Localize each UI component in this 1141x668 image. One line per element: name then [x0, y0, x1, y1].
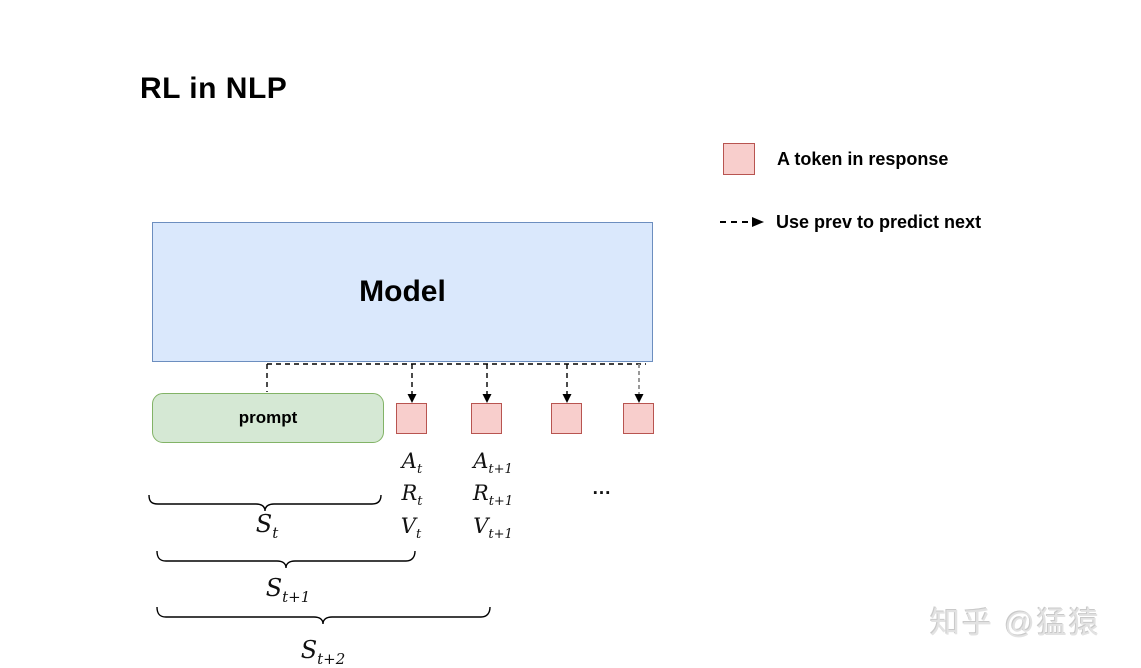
- prompt-node-label: prompt: [238, 408, 298, 427]
- label-advantage-t: At: [401, 449, 423, 478]
- token-square-3: [551, 403, 582, 434]
- model-node-label: Model: [359, 275, 446, 308]
- label-reward-t: Rt: [401, 481, 423, 510]
- brace-s-t2: [156, 606, 491, 625]
- legend-token-label: A token in response: [777, 149, 949, 169]
- label-advantage-t1: At+1: [473, 449, 513, 478]
- predict-arrowhead-3: [562, 394, 572, 403]
- brace-s-t: [148, 494, 382, 512]
- model-node: Model: [152, 222, 653, 362]
- label-reward-t1: Rt+1: [472, 481, 514, 510]
- legend-token-swatch: [723, 143, 755, 175]
- predict-arrowhead-2: [482, 394, 492, 403]
- token-square-1: [396, 403, 427, 434]
- token-square-4: [623, 403, 654, 434]
- legend-dashed-arrow-icon: [720, 217, 764, 227]
- page-title: RL in NLP: [140, 72, 288, 105]
- prompt-node: prompt: [152, 393, 384, 443]
- brace-s-t1: [156, 550, 416, 569]
- predict-arrowhead-4: [634, 394, 644, 403]
- token-square-2: [471, 403, 502, 434]
- predict-arrowhead-1: [407, 394, 417, 403]
- label-state-t: St: [255, 510, 279, 542]
- legend-arrow-label: Use prev to predict next: [776, 212, 982, 232]
- label-value-t: Vt: [400, 514, 422, 543]
- watermark: 知乎 @猛猿: [930, 607, 1101, 640]
- label-state-t1: St+1: [265, 574, 311, 606]
- label-value-t1: Vt+1: [473, 514, 513, 543]
- label-state-t2: St+2: [300, 636, 346, 668]
- ellipsis-label: ...: [592, 478, 612, 499]
